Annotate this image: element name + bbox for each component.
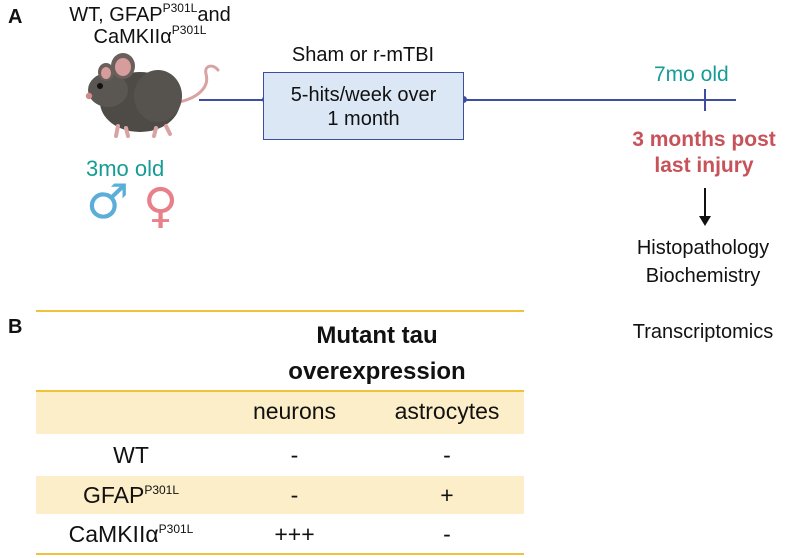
table-header-line-2: overexpression xyxy=(288,358,466,385)
timeline-segment-2 xyxy=(464,99,736,101)
row-name-wt: WT xyxy=(113,442,149,468)
mouse-genotypes: WT, GFAPP301Land CaMKIIαP301L xyxy=(20,1,280,48)
row-wt-astrocytes: - xyxy=(443,442,451,468)
age-end-label: 7mo old xyxy=(654,63,729,86)
assay-transcriptomics: Transcriptomics xyxy=(632,321,774,343)
female-icon: ♀ xyxy=(143,178,179,234)
injury-protocol-box: 5-hits/week over 1 month xyxy=(263,72,464,140)
male-icon: ♂ xyxy=(86,174,130,230)
injury-box-line-1: 5-hits/week over xyxy=(290,84,437,106)
row-name-camkii: CaMKIIαP301L xyxy=(68,521,194,547)
post-injury-line-2: last injury xyxy=(654,154,754,177)
assay-list: Histopathology Biochemistry xyxy=(603,234,797,290)
row-name-gfap: GFAPP301L xyxy=(82,482,180,508)
genotype-line-1: WT, GFAPP301Land xyxy=(69,1,231,26)
row-camkii-astrocytes: - xyxy=(443,521,451,547)
column-header-neurons: neurons xyxy=(252,398,337,424)
table-row: CaMKIIαP301L +++ - xyxy=(36,514,524,554)
timeline-segment-1 xyxy=(199,99,265,101)
arrow-down-icon xyxy=(699,216,711,226)
table-top-rule xyxy=(36,310,524,312)
table-header-rule xyxy=(36,390,524,392)
panel-b-label: B xyxy=(8,316,23,338)
row-camkii-neurons: +++ xyxy=(274,521,315,547)
injury-box-line-2: 1 month xyxy=(327,108,400,130)
injury-title: Sham or r-mTBI xyxy=(291,44,435,66)
timeline-tick-7mo xyxy=(704,89,706,111)
row-wt-neurons: - xyxy=(290,442,299,468)
arrow-shaft xyxy=(704,188,706,218)
table-header: Mutant tau overexpression xyxy=(232,318,522,390)
age-start-label: 3mo old xyxy=(86,156,165,181)
table-bottom-rule xyxy=(36,553,524,555)
panel-a-label: A xyxy=(8,6,23,28)
table-row: WT - - xyxy=(36,436,524,476)
table-row: GFAPP301L - + xyxy=(36,476,524,514)
column-header-astrocytes: astrocytes xyxy=(394,398,500,424)
column-header-band xyxy=(36,392,524,434)
assay-histopathology: Histopathology xyxy=(636,237,770,259)
mouse-icon xyxy=(85,53,220,138)
post-injury-line-1: 3 months post xyxy=(632,128,776,151)
row-gfap-astrocytes: + xyxy=(440,482,454,508)
assay-biochemistry: Biochemistry xyxy=(645,265,761,287)
post-injury-label: 3 months post last injury xyxy=(604,127,797,179)
row-gfap-neurons: - xyxy=(290,482,299,508)
table-header-line-1: Mutant tau xyxy=(316,322,438,349)
genotype-line-2: CaMKIIαP301L xyxy=(93,23,207,48)
